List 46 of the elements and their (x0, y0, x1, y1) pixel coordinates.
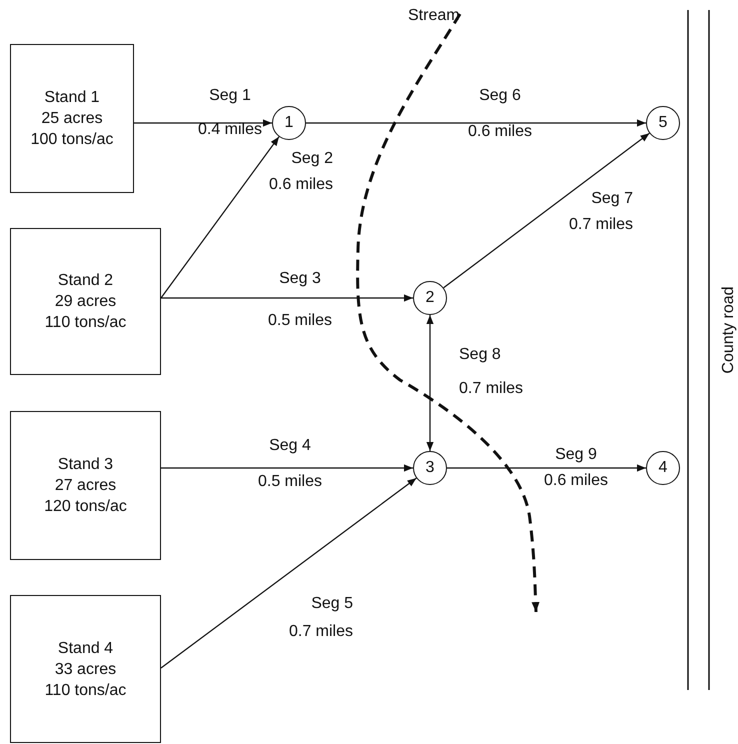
stand-box (10, 44, 134, 193)
arrow (426, 315, 434, 451)
junction-circle (413, 281, 447, 315)
arrow (447, 464, 646, 472)
arrow (160, 136, 280, 298)
node-text: 5 (658, 114, 668, 132)
node-text: 27 acres (54, 476, 116, 496)
node-text: 2 (426, 289, 434, 307)
stream-label: Stream (408, 7, 460, 25)
edge-label: Seg 5 0.7 miles (288, 594, 353, 642)
stand-box (10, 228, 161, 375)
node-text: Stand 3 (58, 455, 114, 475)
node-text: 3 (426, 459, 434, 477)
arrow (161, 294, 413, 302)
node-text: 120 tons/ac (44, 497, 127, 517)
node-text: 29 acres (54, 292, 116, 312)
road-label: County road (720, 286, 738, 374)
arrow (160, 478, 417, 668)
edge-label: Seg 3 0.5 miles (267, 269, 333, 331)
node-text: Stand 1 (44, 88, 100, 108)
edge-label: Seg 8 0.7 miles (459, 345, 524, 399)
node-text: 100 tons/ac (30, 130, 114, 150)
junction-circle (272, 106, 306, 140)
node-text: 4 (658, 459, 668, 477)
stand-box (10, 595, 161, 743)
node-text: Stand 4 (58, 638, 114, 658)
node-text: Stand 2 (58, 271, 114, 291)
arrow (306, 119, 646, 127)
node-text: 110 tons/ac (44, 680, 126, 700)
arrow (443, 132, 650, 288)
stand-box (10, 411, 161, 560)
node-text: 110 tons/ac (44, 313, 126, 333)
edge-label: Seg 6 0.6 miles (467, 86, 533, 142)
junction-circle (646, 106, 680, 140)
edge-label: Seg 1 0.4 miles (197, 86, 263, 140)
edge-label: Seg 2 0.6 miles (268, 149, 333, 195)
node-text: 33 acres (54, 660, 116, 680)
edge-label: Seg 7 0.7 miles (568, 189, 633, 235)
edge-label: Seg 9 0.6 miles (543, 445, 609, 491)
junction-circle (413, 451, 447, 485)
arrow (134, 119, 272, 127)
junction-circle (646, 451, 680, 485)
arrow (161, 464, 413, 472)
node-text: 1 (284, 114, 294, 132)
edge-label: Seg 4 0.5 miles (257, 436, 323, 492)
node-text: 25 acres (41, 109, 103, 129)
